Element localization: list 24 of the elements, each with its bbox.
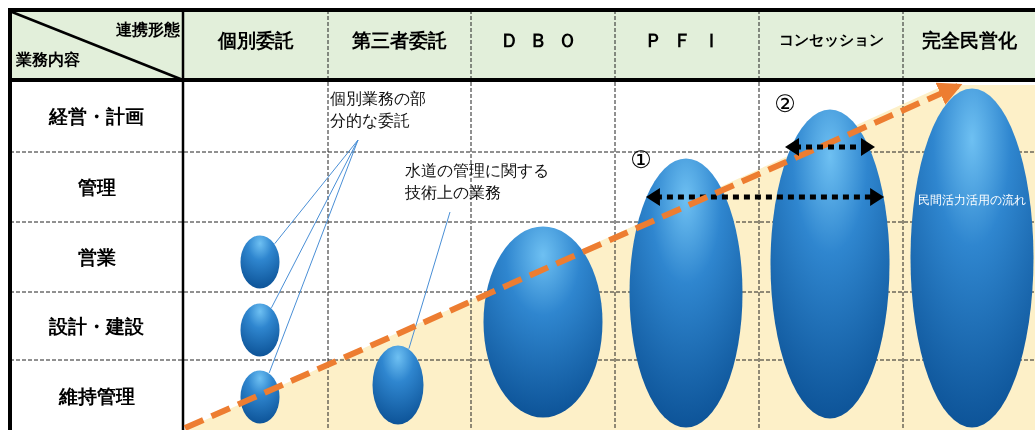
row-header: 営業	[76, 245, 117, 270]
column-header: 第三者委託	[351, 28, 448, 53]
leader-line	[408, 211, 451, 350]
column-header: コンセッション	[777, 31, 885, 50]
double-arrow	[645, 188, 885, 206]
row-header: 設計・建設	[48, 314, 145, 339]
corner-header: 連携形態	[115, 20, 180, 41]
ellipse-label: 民間活力活用の流れ	[917, 192, 1027, 209]
row-header: 管理	[76, 175, 117, 200]
corner-header: 業務内容	[16, 50, 81, 71]
callout-text: 個別業務の部分的な委託	[330, 88, 430, 132]
column-header: 完全民営化	[920, 28, 1018, 53]
column-header: 個別委託	[216, 28, 295, 53]
leader-line	[274, 139, 359, 245]
row-header: 維持管理	[57, 384, 136, 409]
callout-text: 水道の管理に関する技術上の業務	[405, 160, 557, 204]
column-header: ＤＢＯ	[498, 28, 588, 53]
circled-number: ②	[773, 90, 797, 118]
leader-line	[270, 139, 359, 309]
row-header: 経営・計画	[47, 104, 145, 129]
column-header: ＰＦＩ	[642, 28, 732, 53]
circled-number: ①	[629, 146, 653, 174]
leader-line	[268, 139, 359, 374]
trend-arrow	[183, 82, 963, 430]
